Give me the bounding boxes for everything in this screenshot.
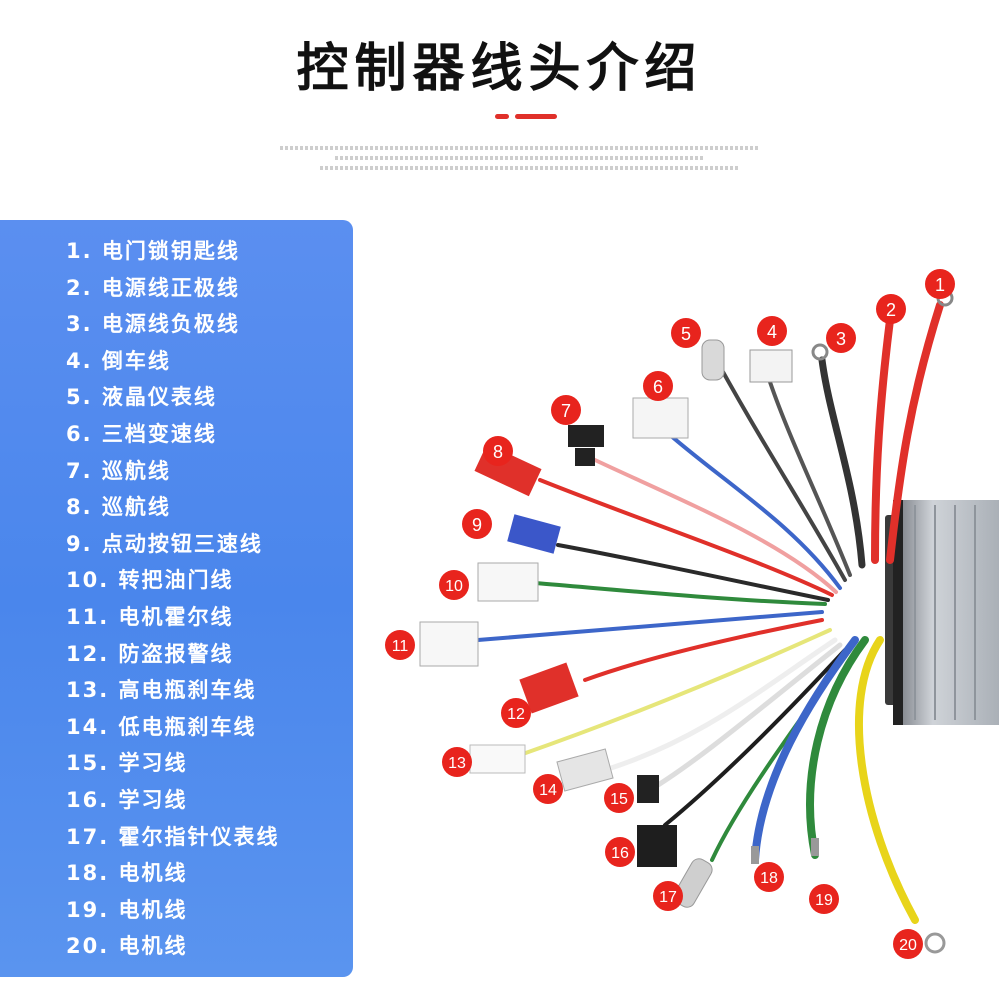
badge-20: 20: [893, 929, 923, 959]
svg-text:20: 20: [899, 937, 917, 954]
svg-text:7: 7: [561, 401, 571, 421]
badge-1: 1: [925, 269, 955, 299]
svg-text:14: 14: [539, 782, 557, 799]
svg-text:1: 1: [935, 275, 945, 295]
svg-text:2: 2: [886, 300, 896, 320]
badge-4: 4: [757, 316, 787, 346]
badge-5: 5: [671, 318, 701, 348]
list-item: 19. 电机线: [66, 897, 188, 922]
faint-text-line: [280, 146, 760, 150]
svg-text:12: 12: [507, 706, 525, 723]
list-item: 11. 电机霍尔线: [66, 604, 234, 629]
svg-text:4: 4: [767, 322, 777, 342]
svg-text:10: 10: [445, 578, 463, 595]
controller-box: [885, 500, 999, 725]
badge-17: 17: [653, 881, 683, 911]
badge-11: 11: [385, 630, 415, 660]
svg-text:8: 8: [493, 442, 503, 462]
faint-text-line: [335, 156, 705, 160]
connectors: [419, 289, 954, 954]
svg-text:13: 13: [448, 755, 466, 772]
title-underline: [495, 114, 557, 119]
badge-12: 12: [501, 698, 531, 728]
controller-wiring-diagram: 1 2 3 4 5 6 7 8 9 10 11 12 13 14 15 16 1…: [385, 269, 999, 959]
badge-8: 8: [483, 436, 513, 466]
list-item: 9. 点动按钮三速线: [66, 531, 263, 556]
list-item: 17. 霍尔指针仪表线: [66, 824, 280, 849]
list-item: 16. 学习线: [66, 787, 188, 812]
list-item: 6. 三档变速线: [66, 421, 217, 446]
badge-13: 13: [442, 747, 472, 777]
faint-text-line: [320, 166, 740, 170]
list-item: 3. 电源线负极线: [66, 312, 240, 337]
list-item: 18. 电机线: [66, 861, 188, 886]
svg-text:5: 5: [681, 324, 691, 344]
list-item: 1. 电门锁钥匙线: [66, 239, 240, 263]
svg-text:18: 18: [760, 870, 778, 887]
badge-9: 9: [462, 509, 492, 539]
svg-text:3: 3: [836, 329, 846, 349]
wire-bundle: [476, 301, 944, 924]
svg-text:9: 9: [472, 515, 482, 535]
svg-text:17: 17: [659, 889, 677, 906]
svg-text:11: 11: [392, 638, 409, 655]
list-item: 2. 电源线正极线: [66, 275, 240, 300]
svg-text:19: 19: [815, 892, 833, 909]
svg-text:6: 6: [653, 377, 663, 397]
list-item: 20. 电机线: [66, 934, 188, 959]
badge-7: 7: [551, 395, 581, 425]
list-item: 15. 学习线: [66, 751, 188, 776]
list-item: 14. 低电瓶刹车线: [66, 714, 257, 739]
list-item: 8. 巡航线: [66, 495, 171, 520]
wire-list: 1. 电门锁钥匙线 2. 电源线正极线 3. 电源线负极线 4. 倒车线 5. …: [66, 237, 280, 969]
badge-14: 14: [533, 774, 563, 804]
list-item: 4. 倒车线: [66, 348, 171, 373]
svg-text:16: 16: [611, 845, 629, 862]
badge-6: 6: [643, 371, 673, 401]
list-item: 5. 液晶仪表线: [66, 385, 217, 410]
badge-10: 10: [439, 570, 469, 600]
badge-18: 18: [754, 862, 784, 892]
badge-15: 15: [604, 783, 634, 813]
badge-16: 16: [605, 837, 635, 867]
wire-list-panel: [0, 220, 353, 977]
page-title: 控制器线头介绍: [296, 39, 703, 99]
list-item: 13. 高电瓶刹车线: [66, 678, 257, 703]
list-item: 12. 防盗报警线: [66, 641, 234, 666]
svg-text:15: 15: [610, 791, 628, 808]
badge-19: 19: [809, 884, 839, 914]
badge-2: 2: [876, 294, 906, 324]
badge-3: 3: [826, 323, 856, 353]
list-item: 7. 巡航线: [66, 458, 171, 483]
list-item: 10. 转把油门线: [66, 568, 234, 593]
